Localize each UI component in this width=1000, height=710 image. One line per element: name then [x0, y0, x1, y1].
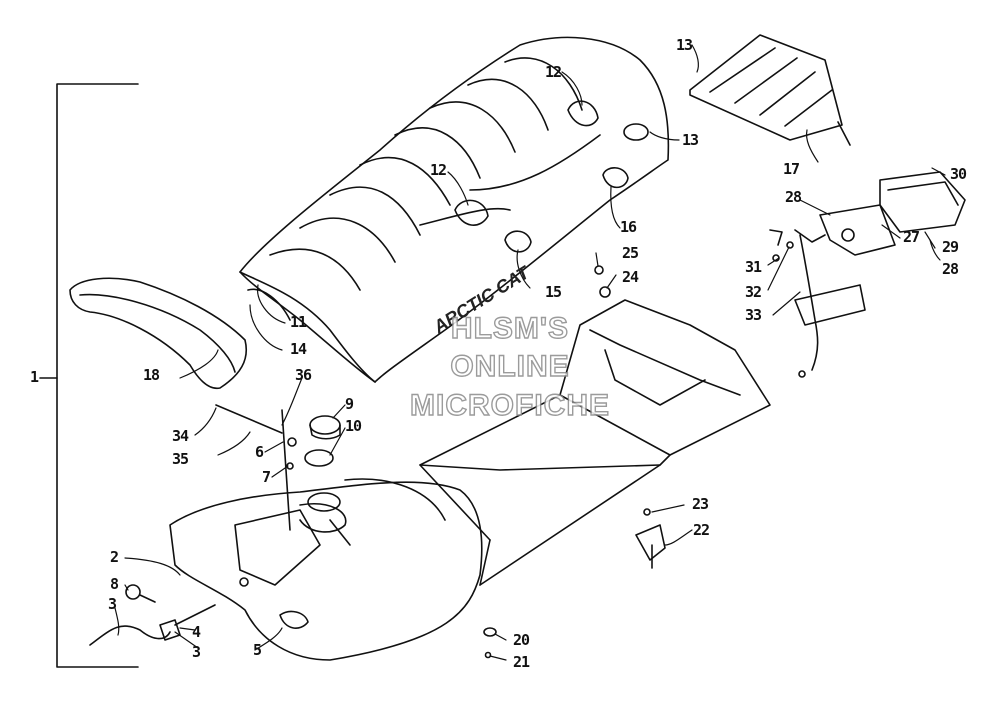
seat-grommets — [594, 229, 794, 298]
tether-strap — [215, 404, 297, 531]
watermark-line-2: ONLINE — [450, 349, 570, 383]
fuel-cap — [304, 415, 341, 467]
callout-21: 21 — [513, 653, 530, 671]
callout-13b: 13 — [682, 131, 699, 149]
callout-35: 35 — [172, 450, 189, 468]
callout-20: 20 — [513, 631, 530, 649]
fuel-line-fittings — [89, 584, 216, 646]
leader-lines — [114, 44, 946, 661]
callout-12b: 12 — [430, 161, 447, 179]
seat-part — [239, 36, 670, 383]
callout-18: 18 — [143, 366, 160, 384]
callout-2: 2 — [110, 548, 119, 566]
callout-29: 29 — [942, 238, 959, 256]
rear-rack-part — [689, 34, 851, 146]
callout-14: 14 — [290, 340, 307, 358]
callout-17: 17 — [783, 160, 800, 178]
filler-neck — [307, 492, 341, 512]
watermark-line-1: HLSM'S — [450, 311, 570, 345]
wiring-harness — [794, 229, 866, 378]
callout-7: 7 — [262, 468, 271, 486]
callout-11: 11 — [290, 313, 307, 331]
callout-5: 5 — [253, 641, 262, 659]
callout-28a: 28 — [785, 188, 802, 206]
callout-32: 32 — [745, 283, 762, 301]
callout-33: 33 — [745, 306, 762, 324]
tunnel-part — [419, 299, 771, 586]
callout-36: 36 — [295, 366, 312, 384]
callout-30: 30 — [950, 165, 967, 183]
callout-27: 27 — [903, 228, 920, 246]
callout-10: 10 — [345, 417, 362, 435]
callout-6: 6 — [255, 443, 264, 461]
callout-34: 34 — [172, 427, 189, 445]
callout-31: 31 — [745, 258, 762, 276]
callout-3a: 3 — [108, 595, 117, 613]
callout-16: 16 — [620, 218, 637, 236]
callout-22: 22 — [693, 521, 710, 539]
callout-24: 24 — [622, 268, 639, 286]
callout-12a: 12 — [545, 63, 562, 81]
callout-4: 4 — [192, 623, 201, 641]
fuel-tank-part — [169, 478, 483, 661]
callout-28b: 28 — [942, 260, 959, 278]
callout-8: 8 — [110, 575, 119, 593]
callout-3b: 3 — [192, 643, 201, 661]
callout-23: 23 — [692, 495, 709, 513]
watermark-line-3: MICROFICHE — [409, 388, 610, 422]
callout-9: 9 — [345, 395, 354, 413]
cowl-part — [69, 277, 247, 390]
callout-13a: 13 — [676, 36, 693, 54]
assembly-bracket — [56, 83, 139, 668]
callout-1: 1 — [30, 368, 39, 386]
bumper-fastener — [483, 508, 666, 659]
callout-25: 25 — [622, 244, 639, 262]
callout-15: 15 — [545, 283, 562, 301]
